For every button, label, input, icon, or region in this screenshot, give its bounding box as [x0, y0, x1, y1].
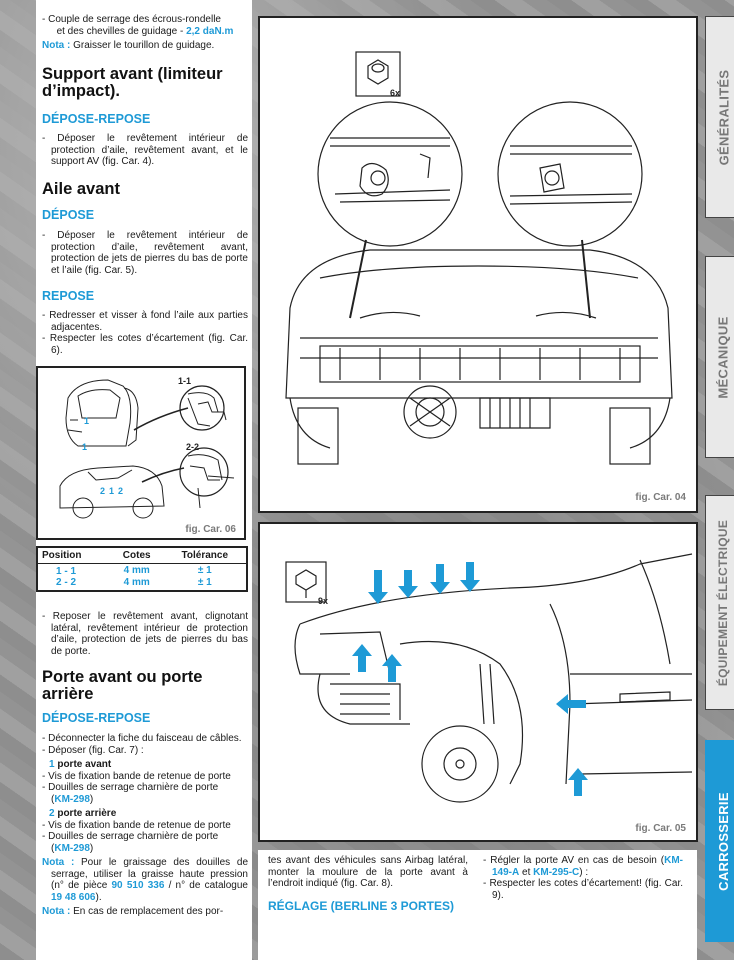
header-cotes: Cotes — [122, 550, 151, 561]
fig05-qty: 9x — [318, 596, 328, 606]
aile-repose-step-2: - Respecter les cotes d’écartement (fig.… — [42, 333, 248, 356]
aile-title: Aile avant — [42, 180, 120, 198]
label-2b: 2 — [118, 486, 123, 496]
tolerance-table: Position Cotes Tolérance 1 - 1 4 mm ± 1 … — [36, 546, 248, 592]
label-1a: 1 — [84, 416, 89, 426]
nota-remplacement: Nota : En cas de remplacement des por- — [42, 906, 224, 917]
torque-spec: - Couple de serrage des écrous-rondelle … — [42, 14, 234, 37]
fender-gap-illustration: 1-1 2-2 1 1 2 1 2 — [59, 376, 235, 519]
moulure-text: tes avant des véhicules sans Airbag laté… — [268, 855, 468, 889]
tab-mecanique[interactable]: MÉCANIQUE — [705, 256, 734, 458]
tab-carrosserie[interactable]: CARROSSERIE — [705, 740, 734, 942]
fig04-caption: fig. Car. 04 — [635, 492, 686, 503]
item1-tool: (KM-298) — [51, 793, 94, 805]
right-column-text: - Régler la porte AV en cas de besoin (K… — [477, 850, 697, 960]
middle-column-text: tes avant des véhicules sans Airbag laté… — [258, 850, 477, 960]
left-column: - Couple de serrage des écrous-rondelle … — [36, 0, 252, 960]
front-bumper-support-illustration: 6x — [285, 51, 673, 465]
support-step: - Déposer le revêtement intérieur de pro… — [42, 133, 248, 167]
figure-car-05: 9x fig. Car. 05 — [258, 522, 698, 842]
tab-generalites[interactable]: GÉNÉRALITÉS — [705, 16, 734, 218]
reglage-step-1: - Régler la porte AV en cas de besoin (K… — [483, 855, 683, 878]
item2-step-b: - Douilles de serrage charnière de porte — [42, 831, 219, 842]
fig06-caption: fig. Car. 06 — [185, 524, 236, 535]
repose-step: - Reposer le revêtement avant, clignotan… — [42, 611, 248, 657]
label-2-2: 2-2 — [186, 442, 199, 452]
aile-repose-step-1: - Redresser et visser à fond l’aile aux … — [42, 310, 248, 333]
fig05-caption: fig. Car. 05 — [635, 823, 686, 834]
reglage-step-2: - Respecter les cotes d’écartement! (fig… — [483, 878, 683, 901]
label-1b: 1 — [82, 442, 87, 452]
item-porte-arriere: 2 porte arrière — [49, 808, 117, 819]
depose-repose-heading-2: DÉPOSE-REPOSE — [42, 711, 151, 725]
reglage-heading: RÉGLAGE (BERLINE 3 PORTES) — [268, 898, 455, 913]
fig04-qty: 6x — [390, 88, 400, 98]
item1-step-a: - Vis de fixation bande de retenue de po… — [42, 770, 231, 782]
aile-depose-step: - Déposer le revêtement intérieur de pro… — [42, 230, 248, 276]
item1-step-b: - Douilles de serrage charnière de porte — [42, 782, 219, 793]
nota-guide: Nota : Graisser le tourillon de guidage. — [42, 40, 215, 51]
label-2a: 2 — [100, 486, 105, 496]
item-porte-avant: 1 porte avant — [49, 759, 112, 770]
torque-value: 2,2 daN.m — [186, 25, 234, 37]
label-1c: 1 — [109, 486, 114, 496]
porte-step-2: - Déposer (fig. Car. 7) : — [42, 744, 144, 756]
figure-car-04: 6x fig. Car. 04 — [258, 16, 698, 513]
item2-step-a: - Vis de fixation bande de retenue de po… — [42, 819, 231, 831]
table-row: 2 - 2 4 mm ± 1 — [56, 577, 212, 588]
table-row: 1 - 1 4 mm ± 1 — [56, 565, 212, 577]
label-1-1: 1-1 — [178, 376, 191, 386]
header-position: Position — [42, 550, 82, 561]
depose-repose-heading: DÉPOSE-REPOSE — [42, 112, 151, 126]
tab-equipement-electrique[interactable]: ÉQUIPEMENT ÉLECTRIQUE — [705, 495, 734, 710]
depose-heading: DÉPOSE — [42, 208, 95, 222]
nota-graissage: Nota : Pour le graissage des douilles de… — [42, 857, 248, 903]
figure-car-06: 1-1 2-2 1 1 2 1 2 fig. Car. 06 — [36, 366, 246, 540]
repose-heading: REPOSE — [42, 289, 95, 303]
front-fender-illustration: 9x — [285, 553, 693, 803]
item2-tool: (KM-298) — [51, 842, 94, 854]
porte-step-1: - Déconnecter la fiche du faisceau de câ… — [42, 733, 242, 744]
header-tolerance: Tolérance — [181, 550, 229, 561]
